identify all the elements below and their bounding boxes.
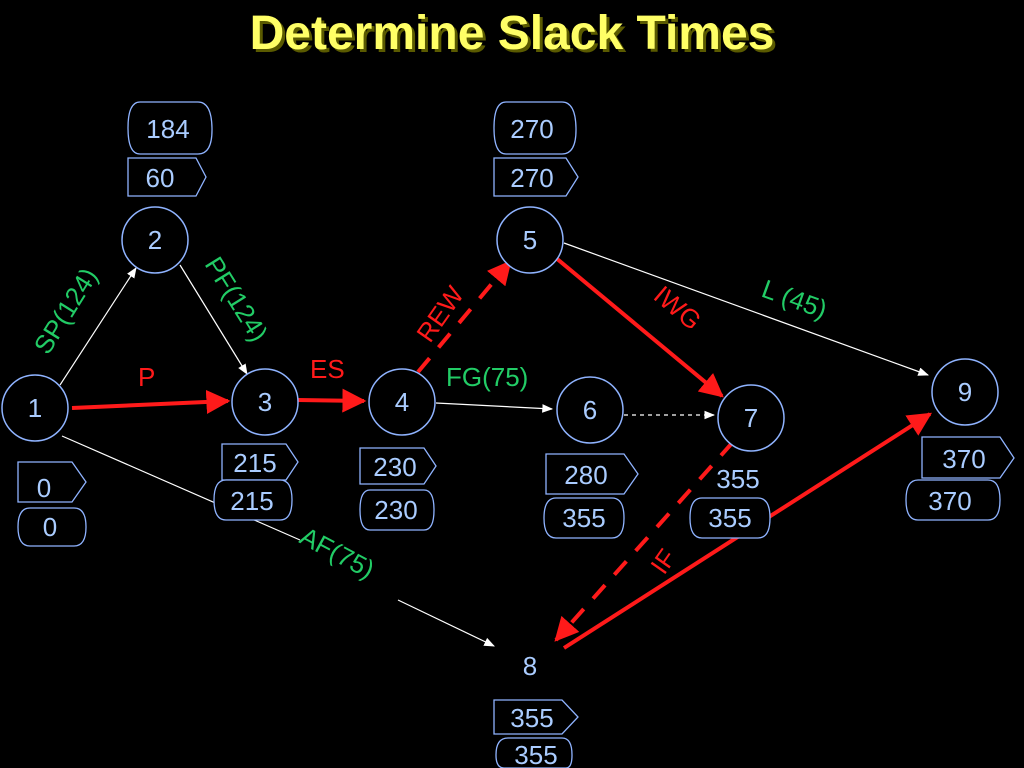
late-time-box-node-1: 0 <box>17 507 87 547</box>
late-time: 0 <box>43 512 57 542</box>
node-label: 3 <box>258 387 272 417</box>
late-time: 230 <box>374 495 417 525</box>
arrow-5-9 <box>563 242 930 376</box>
early-time-box-node-4: 230 <box>359 447 437 485</box>
late-time-box-node-8: 355 <box>495 737 573 768</box>
early-time: 0 <box>37 473 51 503</box>
node-label: 4 <box>395 387 409 417</box>
early-time: 355 <box>716 464 759 494</box>
activity-label-af: AF(75) <box>295 521 379 585</box>
node-1: 1 <box>1 374 69 442</box>
arrow-1-3 <box>71 389 231 414</box>
arrow-1-8 <box>61 435 494 646</box>
late-time: 184 <box>146 114 189 144</box>
arrow-4-6 <box>435 402 554 413</box>
late-time-box-node-5: 270 <box>493 101 577 155</box>
node-label: 8 <box>523 651 537 681</box>
node-5: 5 <box>496 206 564 274</box>
activity-label-es: ES <box>310 354 345 384</box>
late-time: 355 <box>708 503 751 533</box>
early-time-box-node-7: 355 <box>716 464 759 494</box>
arrow-4-5 <box>416 260 512 374</box>
early-time-box-node-1: 0 <box>17 461 87 503</box>
node-label: 1 <box>28 393 42 423</box>
early-time-box-node-9: 370 <box>921 436 1015 479</box>
activity-label-p: P <box>138 362 155 392</box>
early-time-box-node-6: 280 <box>545 453 639 495</box>
arrow-7-8 <box>554 440 735 642</box>
late-time-box-node-2: 184 <box>127 101 213 155</box>
early-time: 355 <box>510 703 553 733</box>
activity-label-sp: SP(124) <box>28 262 104 359</box>
early-time-box-node-2: 60 <box>127 157 207 197</box>
late-time: 370 <box>928 486 971 516</box>
early-time-box-node-5: 270 <box>493 157 579 197</box>
early-time-box-node-3: 215 <box>221 443 299 481</box>
node-2: 2 <box>121 206 189 274</box>
activity-label-iwg: IWG <box>648 280 707 336</box>
early-time: 230 <box>373 452 416 482</box>
early-time: 60 <box>146 163 175 193</box>
late-time-box-node-6: 355 <box>543 497 625 539</box>
late-time: 355 <box>514 740 557 768</box>
node-3: 3 <box>231 368 299 436</box>
activity-label-fg: FG(75) <box>446 362 528 392</box>
early-time: 280 <box>564 460 607 490</box>
late-time-box-node-9: 370 <box>905 479 1001 521</box>
early-time: 370 <box>942 444 985 474</box>
node-9: 9 <box>931 358 999 426</box>
node-label: 6 <box>583 395 597 425</box>
late-time: 270 <box>510 114 553 144</box>
page-title: Determine Slack Times <box>249 7 775 60</box>
node-label: 5 <box>523 225 537 255</box>
arrow-1-2 <box>59 267 137 386</box>
early-time: 215 <box>233 448 276 478</box>
node-label: 7 <box>744 403 758 433</box>
late-time-box-node-4: 230 <box>359 489 435 531</box>
early-time-box-node-8: 355 <box>493 699 579 735</box>
node-7: 7 <box>717 384 785 452</box>
late-time: 355 <box>562 503 605 533</box>
node-label: 2 <box>148 225 162 255</box>
activity-label-pf: PF(124) <box>199 251 274 347</box>
arrow-3-4 <box>297 388 367 413</box>
node-4: 4 <box>368 368 436 436</box>
late-time-box-node-7: 355 <box>689 497 771 539</box>
late-time: 215 <box>230 486 273 516</box>
activity-label-rew: REW <box>410 280 470 347</box>
arrow-2-3 <box>179 264 248 375</box>
node-6: 6 <box>556 376 624 444</box>
node-8: 8 <box>523 651 537 681</box>
early-time: 270 <box>510 163 553 193</box>
late-time-box-node-3: 215 <box>213 479 293 521</box>
arrow-5-7 <box>554 256 724 398</box>
node-label: 9 <box>958 377 972 407</box>
